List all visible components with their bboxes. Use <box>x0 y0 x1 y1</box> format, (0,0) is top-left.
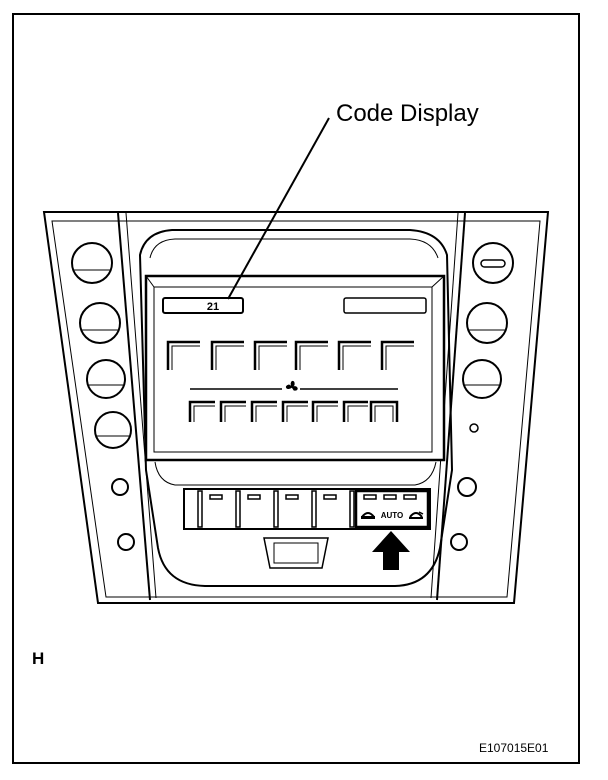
code-display-callout: Code Display <box>336 100 479 127</box>
left-button-small-1[interactable] <box>111 478 129 496</box>
press-arrow-icon <box>372 531 410 570</box>
screen-bevel <box>431 275 445 288</box>
left-knob-2[interactable] <box>79 302 121 344</box>
right-indicator-dot <box>469 423 479 433</box>
auto-button-label[interactable]: AUTO <box>381 511 404 520</box>
screen-lower-lip <box>154 461 437 486</box>
figure-frame <box>12 13 580 764</box>
right-button-small-2[interactable] <box>450 533 468 551</box>
right-knob-3[interactable] <box>462 359 502 399</box>
lower-segment-row <box>188 400 399 422</box>
left-strip-divider <box>117 212 151 601</box>
left-button-small-2[interactable] <box>117 533 135 551</box>
code-display-value: 21 <box>207 301 219 313</box>
callout-leader-line <box>227 117 330 300</box>
button-dividers <box>197 490 355 528</box>
left-knob-3[interactable] <box>86 359 126 399</box>
right-button-small-1[interactable] <box>457 477 477 497</box>
left-controls <box>71 242 135 551</box>
right-knob-1-slot <box>480 259 506 268</box>
center-housing <box>138 229 454 587</box>
view-letter: H <box>32 649 45 668</box>
upper-segment-row <box>166 340 414 370</box>
left-knob-1[interactable] <box>71 242 113 284</box>
fresh-air-icon <box>409 511 424 519</box>
lower-slot-inner <box>273 542 319 564</box>
left-strip-divider-inner <box>125 212 157 599</box>
fan-icon <box>285 380 298 391</box>
left-knob-4[interactable] <box>94 411 132 449</box>
right-knob-2[interactable] <box>466 302 508 344</box>
auto-button-group[interactable] <box>354 489 430 529</box>
button-indicators <box>209 494 417 500</box>
lower-slot <box>263 537 329 569</box>
recirculation-icon <box>361 512 375 519</box>
center-housing-inner <box>149 238 439 259</box>
figure-id: E107015E01 <box>479 741 549 755</box>
screen-bevel <box>145 275 155 288</box>
outer-bezel-inner-edge <box>51 220 541 598</box>
status-box <box>343 297 427 314</box>
display-screen-inner <box>153 286 433 453</box>
code-display-box <box>162 297 244 314</box>
right-controls <box>450 242 514 551</box>
